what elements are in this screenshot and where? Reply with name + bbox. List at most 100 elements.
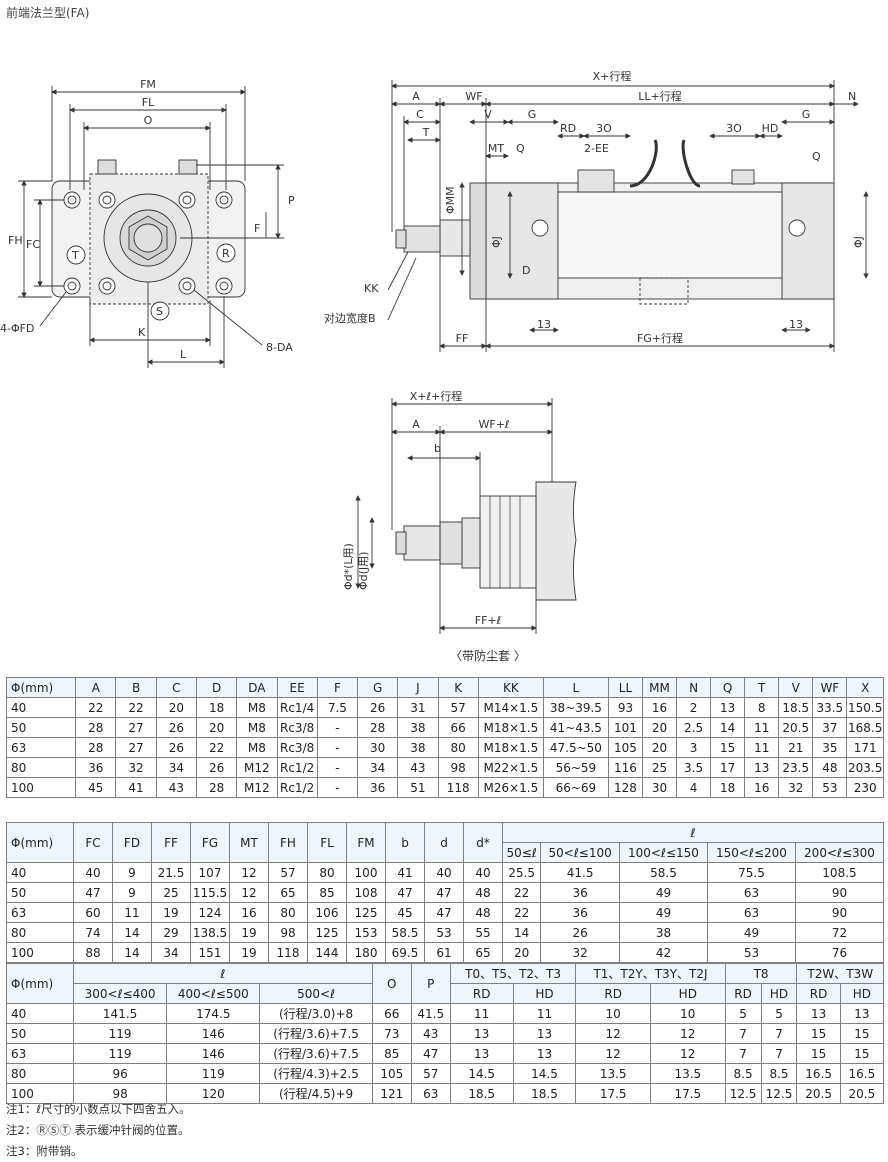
table-cell: 48 [463, 882, 503, 903]
label-fg: FG+行程 [637, 332, 683, 345]
table-cell: M26×1.5 [477, 777, 544, 798]
label-fc: FC [26, 238, 40, 251]
table-cell: 15 [796, 1023, 841, 1044]
column-header: FL [307, 822, 347, 863]
table-cell: 85 [307, 882, 347, 903]
table-cell: 20 [195, 717, 238, 738]
switch-group-header: T1、T2Y、T3Y、T2J [575, 963, 726, 984]
table-cell: 47 [424, 902, 464, 923]
table-cell: 25 [641, 757, 678, 778]
table-cell: 15 [839, 1023, 885, 1044]
table-cell: 18.5 [449, 1083, 514, 1104]
table-cell: 38 [618, 922, 708, 943]
table-cell: 21.5 [151, 862, 191, 883]
table-cell: M14×1.5 [477, 697, 544, 718]
column-header: B [115, 677, 157, 698]
table-cell: 100 [6, 1083, 74, 1104]
table-cell: 13 [449, 1023, 514, 1044]
table-cell: 20 [641, 717, 678, 738]
table-cell: M12 [236, 757, 278, 778]
table-cell: 69.5 [385, 942, 425, 963]
table-cell: 98 [437, 757, 479, 778]
table-cell: 174.5 [166, 1003, 261, 1024]
switch-group-header: T8 [724, 963, 798, 984]
table-cell: 48 [812, 757, 848, 778]
table-cell: 74 [73, 922, 113, 943]
label-q2: Q [812, 150, 821, 163]
table-cell: 34 [357, 757, 399, 778]
label-l: L [180, 348, 187, 361]
table-cell: 7.5 [316, 697, 359, 718]
table-cell: 47 [410, 1043, 451, 1064]
label-fd: 4-ΦFD [0, 322, 34, 335]
table-cell: 53 [424, 922, 464, 943]
label-dj: Φd(J用) [357, 552, 370, 590]
column-subheader: HD [650, 983, 726, 1004]
table-cell: 124 [190, 902, 230, 923]
table-cell: 28 [357, 717, 399, 738]
table-cell: 138.5 [190, 922, 230, 943]
table-cell: 45 [385, 902, 425, 923]
table-cell: 47.5~50 [542, 737, 609, 758]
table-cell: 47 [424, 882, 464, 903]
table-cell: 28 [195, 777, 238, 798]
column-header: MT [229, 822, 269, 863]
table-cell: 141.5 [72, 1003, 168, 1024]
table-cell: 65 [463, 942, 503, 963]
column-header: C [155, 677, 197, 698]
boot-caption: 〈带防尘套 〉 [450, 648, 526, 663]
table-cell: M8 [236, 717, 278, 738]
table-cell: 2.5 [676, 717, 712, 738]
table-cell: 27 [115, 717, 157, 738]
column-header: d* [463, 822, 503, 863]
table-cell: 40 [463, 862, 503, 883]
table-cell: 32 [778, 777, 814, 798]
table-cell: 14 [501, 922, 542, 943]
table-cell: 66 [437, 717, 479, 738]
table-cell: 13 [512, 1043, 577, 1064]
label-kk: KK [364, 282, 379, 295]
table-cell: 41.5 [540, 862, 620, 883]
label-xl: X+ℓ+行程 [410, 390, 463, 403]
table-cell: 180 [346, 942, 386, 963]
label-s: S [156, 305, 163, 318]
table-cell: M18×1.5 [477, 717, 544, 738]
table-cell: 80 [6, 922, 74, 943]
table-cell: 19 [229, 922, 269, 943]
table-cell: 125 [307, 922, 347, 943]
note-3: 注3：附带销。 [6, 1144, 83, 1158]
table-cell: 40 [6, 1003, 74, 1024]
table-cell: 4 [676, 777, 712, 798]
table-cell: 22 [195, 737, 238, 758]
label-fl: FL [142, 96, 155, 109]
table-cell: 21 [778, 737, 814, 758]
table-cell: 26 [155, 717, 197, 738]
table-cell: 3.5 [676, 757, 712, 778]
column-subheader: 50≤ℓ [501, 842, 542, 863]
table-cell: 106 [307, 902, 347, 923]
table-cell: 13 [449, 1043, 514, 1064]
table-cell: 96 [72, 1063, 168, 1084]
label-13b: 13 [789, 318, 803, 331]
label-o: O [144, 114, 153, 127]
table-cell: 22 [75, 697, 117, 718]
column-subheader: 200<ℓ≤300 [794, 842, 885, 863]
table-cell: 14 [710, 717, 746, 738]
table-cell: - [316, 757, 359, 778]
table-cell: 12.5 [724, 1083, 762, 1104]
column-header: P [410, 963, 451, 1004]
table-cell: 49 [618, 882, 708, 903]
table-cell: 26 [540, 922, 620, 943]
column-subheader: 50<ℓ≤100 [540, 842, 620, 863]
label-p: P [288, 194, 295, 207]
table-cell: 108.5 [794, 862, 885, 883]
label-ee: 2-EE [584, 142, 609, 155]
